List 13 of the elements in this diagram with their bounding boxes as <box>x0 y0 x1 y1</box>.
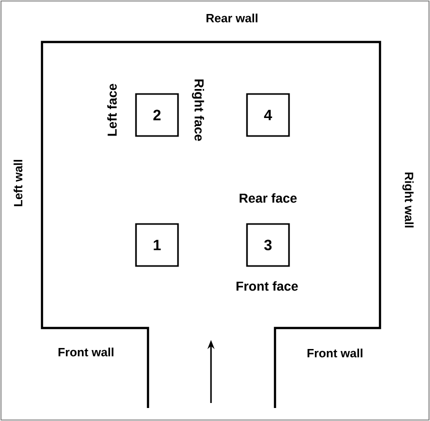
wall-label: Left wall <box>14 160 22 206</box>
wall-label: Front wall <box>58 348 114 356</box>
face-label: Right face <box>192 80 204 141</box>
face-label: Front face <box>236 281 298 291</box>
wall-label: Rear wall <box>206 14 258 22</box>
numbered-box: 4 <box>246 93 290 137</box>
face-label: Rear face <box>240 193 297 203</box>
numbered-box: 1 <box>135 223 179 267</box>
face-label: Left face <box>107 84 117 136</box>
numbered-box: 3 <box>246 223 290 267</box>
numbered-box: 2 <box>135 93 179 137</box>
wall-label: Front wall <box>308 348 362 358</box>
wall-label: Right wall <box>402 172 414 228</box>
